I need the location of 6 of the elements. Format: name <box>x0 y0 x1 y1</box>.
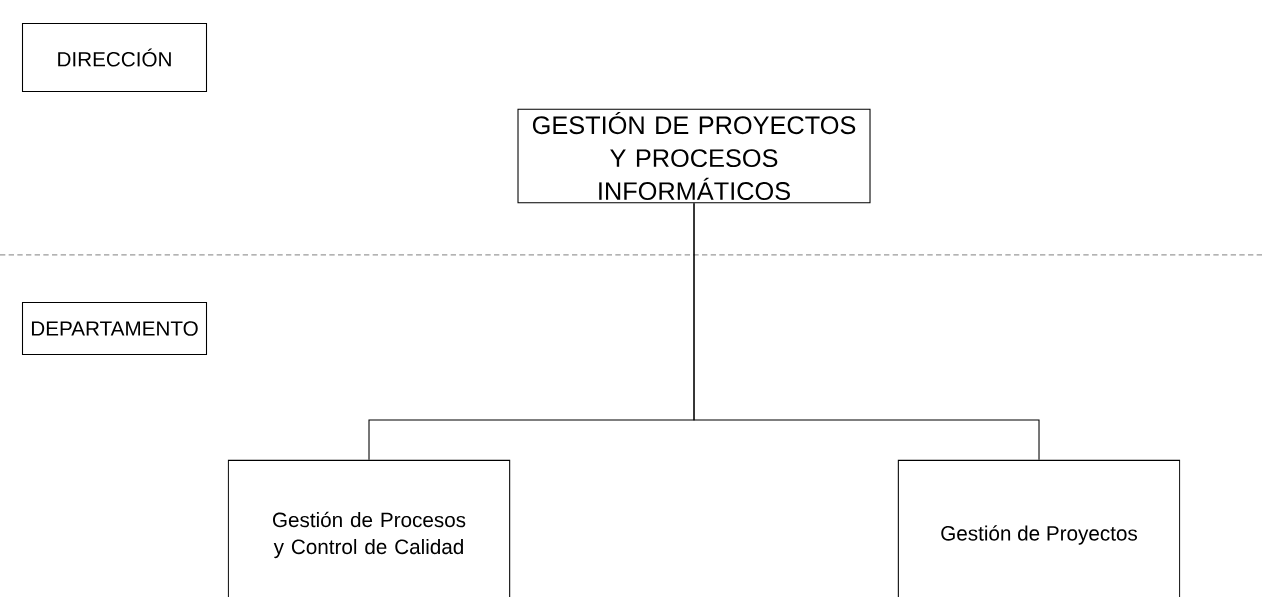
level-box: DIRECCIÓN <box>21 22 208 93</box>
level-box: DEPARTAMENTO <box>21 301 208 356</box>
connector-line <box>693 202 1040 461</box>
unit-box: GESTIÓN DE PROYECTOS Y PROCESOS INFORMÁTICOS <box>517 108 871 204</box>
unit-box: Gestión de Procesos y Control de Calidad <box>227 459 511 597</box>
unit-box: Gestión de Proyectos <box>897 459 1181 597</box>
